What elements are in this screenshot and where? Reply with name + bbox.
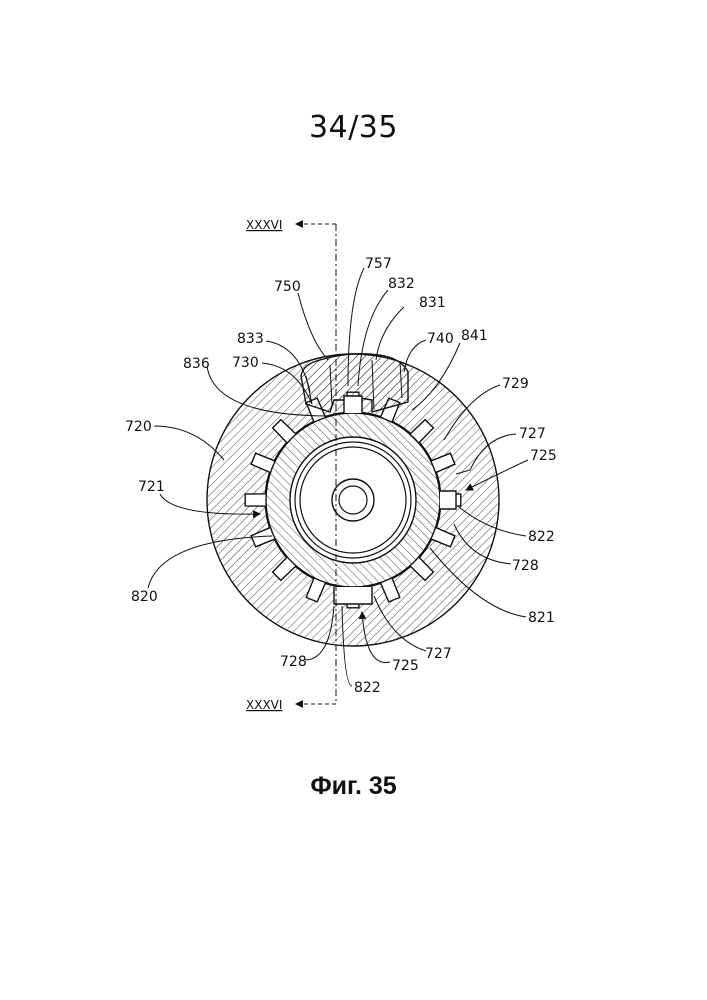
label-821: 821: [528, 610, 555, 626]
label-757: 757: [365, 256, 392, 272]
label-720: 720: [125, 419, 152, 435]
label-728-right: 728: [512, 558, 539, 574]
label-727-right: 727: [519, 426, 546, 442]
bore-inner: [339, 486, 367, 514]
label-833: 833: [237, 331, 264, 347]
label-727-bottom: 727: [425, 646, 452, 662]
label-822-bottom: 822: [354, 680, 381, 696]
top-key-slot: [344, 396, 362, 413]
section-mark-top: XXXVI: [246, 218, 282, 232]
label-841: 841: [461, 328, 488, 344]
label-820: 820: [131, 589, 158, 605]
right-key-slot: [440, 491, 456, 509]
label-750: 750: [274, 279, 301, 295]
label-729: 729: [502, 376, 529, 392]
label-740: 740: [427, 331, 454, 347]
section-mark-bottom: XXXVI: [246, 698, 282, 712]
bottom-key-slot: [334, 587, 372, 604]
label-721: 721: [138, 479, 165, 495]
label-836: 836: [183, 356, 210, 372]
label-725-bottom: 725: [392, 658, 419, 674]
label-725-right: 725: [530, 448, 557, 464]
label-832: 832: [388, 276, 415, 292]
label-728-bottom: 728: [280, 654, 307, 670]
label-730: 730: [232, 355, 259, 371]
label-831: 831: [419, 295, 446, 311]
label-822-right: 822: [528, 529, 555, 545]
figure-caption: Фиг. 35: [0, 772, 707, 801]
